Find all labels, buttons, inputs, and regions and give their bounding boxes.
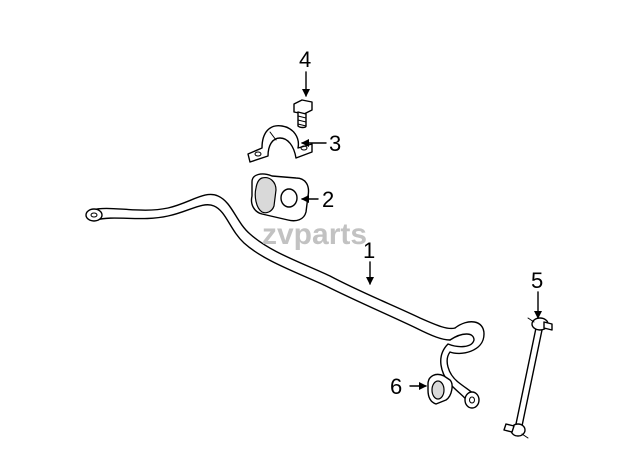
callout-6-label: 6	[390, 374, 402, 399]
stabilizer-link	[503, 317, 553, 439]
end-bushing	[427, 373, 453, 405]
callout-2-label: 2	[322, 187, 334, 212]
bracket-bolt	[293, 99, 313, 129]
stabilizer-bushing	[250, 173, 310, 222]
watermark-text: zvparts	[262, 218, 367, 251]
callout-5-label: 5	[531, 268, 543, 293]
callout-3-label: 3	[329, 131, 341, 156]
bushing-bracket	[247, 125, 313, 163]
callout-1-label: 1	[363, 238, 375, 263]
stabilizer-bar	[85, 193, 485, 409]
callout-4-label: 4	[299, 47, 311, 72]
